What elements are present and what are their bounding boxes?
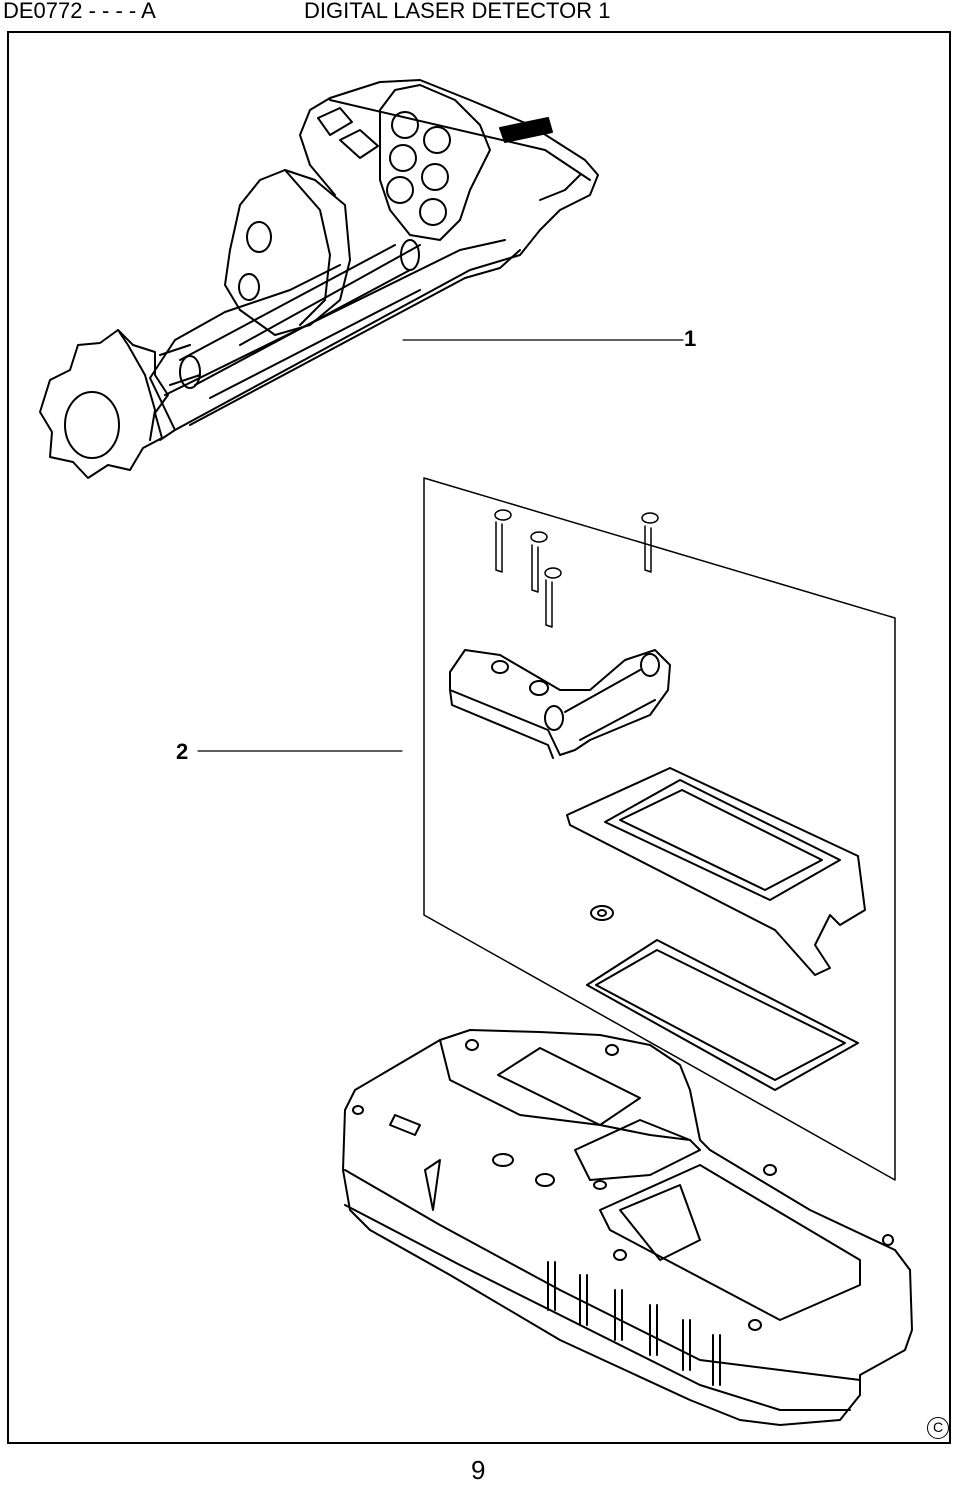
copyright-symbol: C (927, 1417, 949, 1439)
screw-set (494, 509, 659, 628)
display-lens (586, 939, 859, 1091)
detector-housing (342, 1029, 913, 1426)
callout-1: 1 (684, 326, 697, 351)
battery-holder (449, 649, 671, 759)
document-code: DE0772 - - - - A (3, 0, 156, 23)
display-window-frame (566, 767, 866, 976)
callout-2: 2 (176, 739, 189, 764)
detector-clamp (39, 79, 599, 479)
diagram-frame (7, 31, 951, 1444)
document-title: DIGITAL LASER DETECTOR 1 (304, 0, 611, 23)
exploded-parts-bracket (423, 477, 896, 1181)
page-number: 9 (471, 1455, 486, 1485)
washer (590, 905, 614, 921)
